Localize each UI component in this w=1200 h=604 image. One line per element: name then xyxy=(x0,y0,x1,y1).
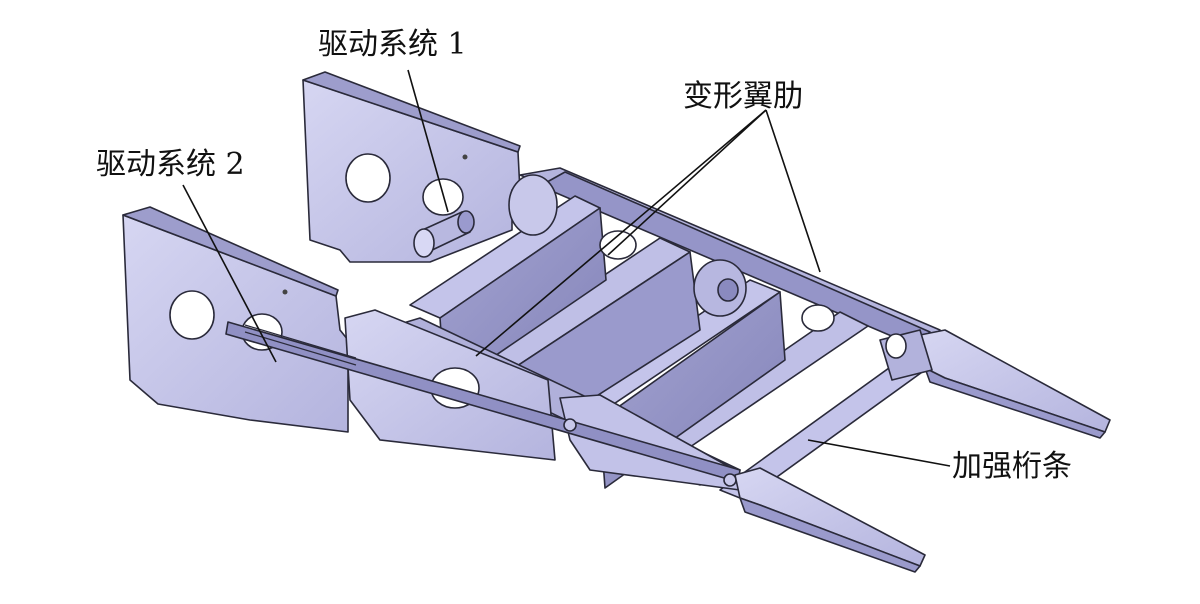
leader-morphing-rib-a xyxy=(475,109,767,357)
leader-morphing-rib-b xyxy=(607,109,767,256)
trailing-tip-plates xyxy=(734,329,1111,573)
lightening-hole xyxy=(169,290,215,340)
lightening-hole xyxy=(345,153,391,203)
leader-reinforcing-stringer xyxy=(807,439,951,467)
leader-drive-system-2 xyxy=(182,184,277,363)
drive-system-1-motor xyxy=(413,210,475,258)
label-drive-system-1: 驱动系统 1 xyxy=(318,27,467,62)
leader-morphing-rib-c xyxy=(765,109,821,273)
label-reinforcing-stringer: 加强桁条 xyxy=(952,449,1072,484)
root-rib-upper xyxy=(302,71,521,263)
leader-drive-system-1 xyxy=(407,69,449,213)
label-morphing-rib: 变形翼肋 xyxy=(683,79,803,114)
label-drive-system-2: 驱动系统 2 xyxy=(96,147,245,182)
